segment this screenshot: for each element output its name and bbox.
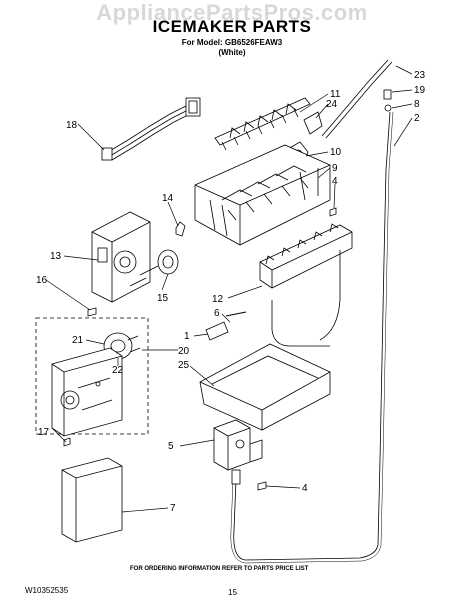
callout-16: 16 bbox=[36, 275, 48, 286]
screw-17 bbox=[63, 437, 71, 447]
bail-arm bbox=[259, 223, 353, 347]
bracket bbox=[205, 311, 247, 341]
callout-labels: 23 19 8 2 11 24 10 9 4 18 14 13 16 15 12… bbox=[36, 70, 426, 514]
page-number: 15 bbox=[228, 588, 237, 597]
front-cover bbox=[61, 457, 123, 543]
callout-22: 22 bbox=[112, 365, 124, 376]
callout-13: 13 bbox=[50, 251, 62, 262]
model-line: For Model: GB6526FEAW3 bbox=[181, 38, 283, 47]
callout-2: 2 bbox=[414, 113, 420, 124]
fill-tube bbox=[321, 59, 393, 139]
ordering-note: FOR ORDERING INFORMATION REFER TO PARTS … bbox=[130, 566, 309, 572]
wire-harness bbox=[101, 97, 201, 161]
leader-lines bbox=[45, 65, 413, 513]
document-number: W10352535 bbox=[25, 586, 69, 595]
callout-6: 6 bbox=[214, 308, 220, 319]
callout-10: 10 bbox=[330, 147, 342, 158]
callout-23: 23 bbox=[414, 70, 426, 81]
ice-bin bbox=[199, 343, 331, 431]
module-plate bbox=[51, 347, 123, 437]
callout-12: 12 bbox=[212, 294, 224, 305]
water-line bbox=[233, 111, 391, 561]
callout-24: 24 bbox=[326, 99, 338, 110]
control-module bbox=[91, 211, 151, 303]
inset-box bbox=[35, 317, 149, 435]
callout-17: 17 bbox=[38, 427, 50, 438]
callout-7: 7 bbox=[170, 503, 176, 514]
water-valve bbox=[213, 419, 263, 485]
callout-4b: 4 bbox=[302, 483, 308, 494]
callout-20: 20 bbox=[178, 346, 190, 357]
callout-4: 4 bbox=[332, 176, 338, 187]
callout-15: 15 bbox=[157, 293, 169, 304]
icemaker-mold bbox=[194, 144, 331, 246]
ice-stripper bbox=[214, 97, 311, 151]
watermark: AppliancePartsPros.com bbox=[96, 0, 368, 25]
callout-18: 18 bbox=[66, 120, 78, 131]
callout-19: 19 bbox=[414, 85, 426, 96]
color-line: (White) bbox=[218, 48, 246, 57]
callout-11: 11 bbox=[330, 89, 341, 100]
callout-9: 9 bbox=[332, 163, 338, 174]
page-title: ICEMAKER PARTS bbox=[152, 17, 312, 36]
callout-5: 5 bbox=[168, 441, 174, 452]
callout-1: 1 bbox=[184, 331, 190, 342]
callout-25: 25 bbox=[178, 360, 190, 371]
callout-8: 8 bbox=[414, 99, 420, 110]
callout-21: 21 bbox=[72, 335, 84, 346]
callout-14: 14 bbox=[162, 193, 174, 204]
